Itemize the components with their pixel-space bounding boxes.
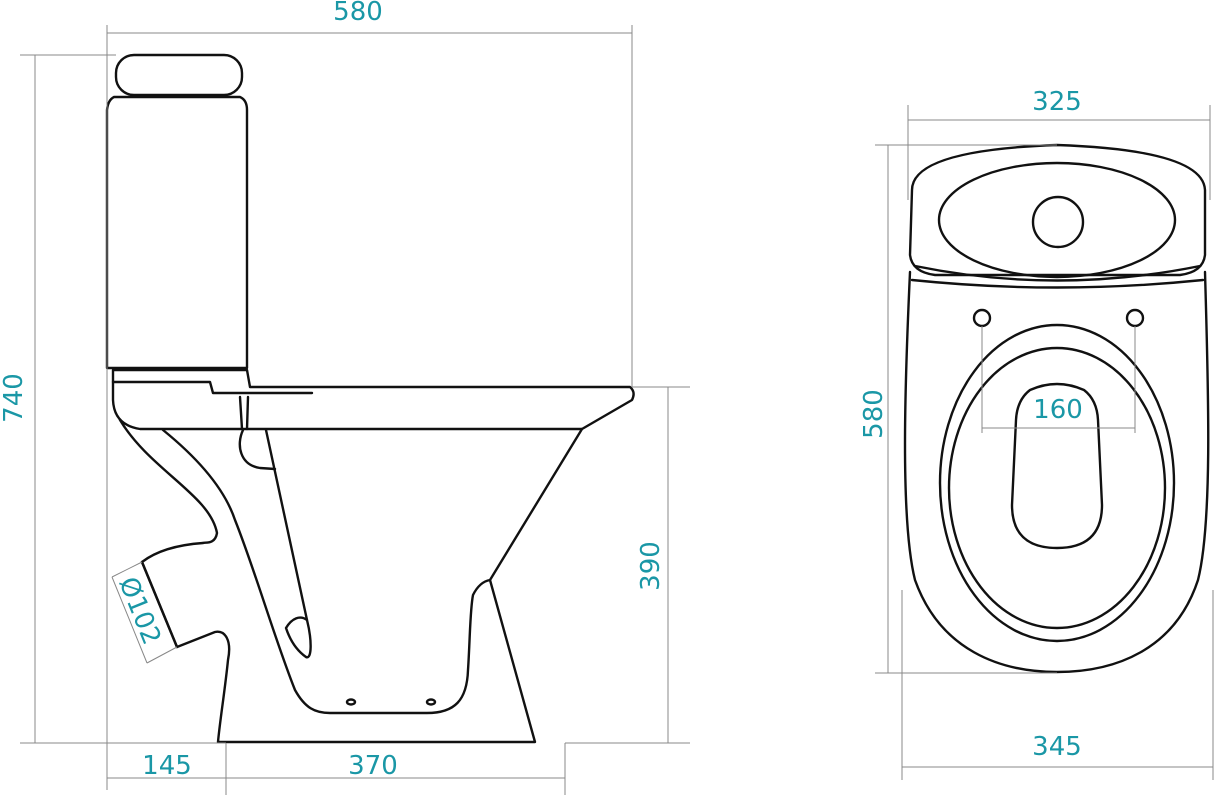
dim-line-345 — [901, 590, 1214, 780]
trap-channel — [161, 428, 492, 715]
dim-line-390 — [565, 386, 690, 744]
dim-line-outlet — [111, 561, 178, 664]
inner-channel — [264, 428, 312, 659]
seat-inner — [947, 346, 1167, 630]
bolt-hole — [345, 698, 357, 706]
top-view: 325 580 160 345 — [859, 87, 1214, 780]
flush-button — [1031, 195, 1085, 249]
bowl-outer-profile — [118, 418, 584, 744]
dim-line-325 — [907, 105, 1211, 200]
dim-overall-length: 580 — [333, 0, 383, 27]
dim-outlet-offset: 145 — [142, 751, 192, 781]
hinge-hole-right — [1125, 308, 1145, 328]
flush-pipe — [238, 395, 250, 431]
side-view: 580 740 390 Ø102 145 370 — [0, 0, 690, 795]
dim-line-740 — [20, 54, 226, 744]
tank-lid — [114, 53, 244, 97]
dim-tank-width: 325 — [1032, 87, 1082, 117]
dim-line-base — [107, 743, 566, 795]
dim-bowl-width: 345 — [1032, 732, 1082, 762]
seat-outer — [938, 323, 1176, 643]
cistern-tank — [105, 95, 249, 370]
dim-hinge-spacing: 160 — [1033, 395, 1083, 425]
bolt-hole — [425, 698, 437, 706]
bowl-outline — [903, 270, 1210, 674]
rim-inlet — [238, 428, 277, 471]
tank-joint — [111, 380, 314, 395]
dim-overall-height: 740 — [0, 373, 29, 423]
hinge-hole-left — [972, 308, 992, 328]
bowl-rim-top — [910, 278, 1205, 289]
dim-bowl-length: 580 — [859, 389, 889, 439]
tank-lid-top — [937, 161, 1177, 279]
dim-line-160 — [981, 326, 1136, 433]
dim-line-580 — [106, 25, 633, 790]
dim-bowl-height: 390 — [636, 541, 666, 591]
dim-line-580-top — [875, 144, 1057, 674]
tank-top — [908, 143, 1207, 277]
dim-base-length: 370 — [348, 751, 398, 781]
outlet-opening — [140, 560, 179, 649]
dim-outlet-diameter: Ø102 — [112, 573, 166, 649]
bowl-rim — [111, 368, 635, 431]
tank-edge — [913, 264, 1202, 282]
bowl-opening — [1010, 382, 1104, 550]
